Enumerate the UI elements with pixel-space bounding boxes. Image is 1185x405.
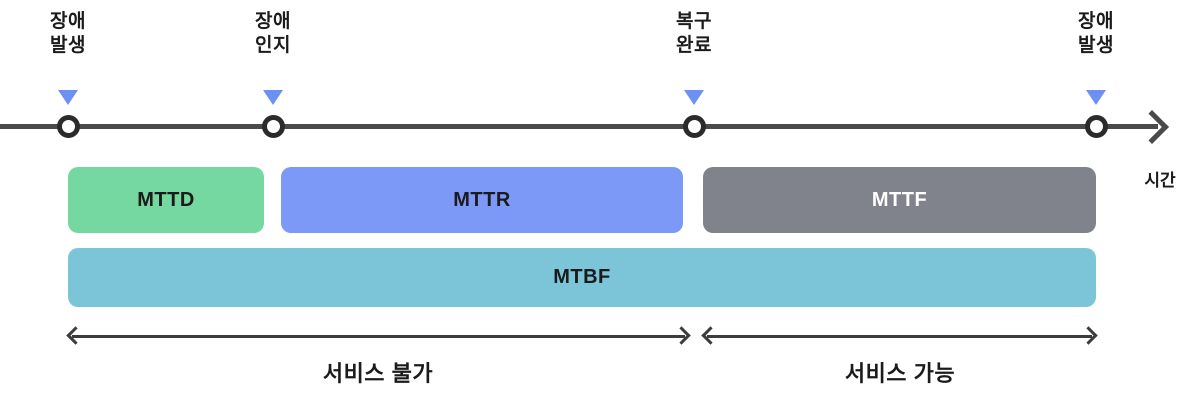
timeline-node-icon	[1085, 115, 1108, 138]
timeline-node-icon	[683, 115, 706, 138]
mtbf-bar: MTBF	[68, 248, 1096, 307]
event-label-failure-occurs-2: 장애 발생	[1078, 11, 1114, 56]
mttr-bar: MTTR	[281, 167, 683, 233]
mttf-bar-label: MTTF	[871, 188, 928, 211]
mttd-bar-label: MTTD	[137, 188, 195, 211]
event-label-failure-detected: 장애 인지	[255, 11, 291, 56]
time-axis-label: 시간	[1144, 171, 1176, 190]
service-available-arrow	[701, 326, 1098, 345]
mttd-bar: MTTD	[68, 167, 264, 233]
timeline-node-icon	[262, 115, 285, 138]
service-unavailable-arrow	[66, 326, 691, 345]
arrow-line	[72, 335, 685, 338]
timeline-axis	[0, 124, 1158, 129]
event-label-failure-occurs-1: 장애 발생	[50, 11, 86, 56]
marker-triangle-icon	[263, 90, 283, 105]
mttf-bar: MTTF	[703, 167, 1096, 233]
arrow-line	[707, 335, 1092, 338]
service-unavailable-label: 서비스 불가	[322, 361, 434, 386]
marker-triangle-icon	[684, 90, 704, 105]
mttr-bar-label: MTTR	[453, 188, 511, 211]
event-label-recovery-complete: 복구 완료	[676, 11, 712, 56]
arrow-right-chevron-icon	[1079, 326, 1098, 345]
marker-triangle-icon	[1086, 90, 1106, 105]
arrow-right-chevron-icon	[672, 326, 691, 345]
timeline-arrowhead-icon	[1135, 110, 1169, 144]
marker-triangle-icon	[58, 90, 78, 105]
mtbf-bar-label: MTBF	[553, 266, 611, 288]
service-available-label: 서비스 가능	[844, 361, 956, 386]
timeline-node-icon	[57, 115, 80, 138]
